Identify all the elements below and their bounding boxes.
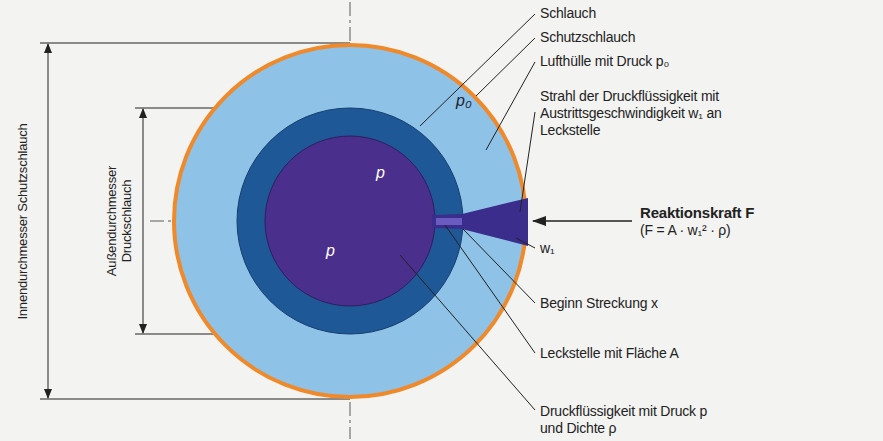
pressure-symbol: p: [376, 165, 385, 181]
pressure-symbol: p₀: [456, 93, 472, 109]
dimension-label: Innendurchmesser Schutzschlauch: [15, 121, 30, 321]
pressure-symbol: p: [326, 243, 335, 259]
part-name: Strahl der Druckflüssigkeit mit Austritt…: [540, 88, 772, 139]
force-label: Reaktionskraft F: [640, 204, 754, 221]
part-name: Leckstelle mit Fläche A: [540, 345, 679, 362]
part-name: Schlauch: [540, 5, 596, 22]
dimension-label: Außendurchmesser Druckschlauch: [104, 131, 134, 311]
part-name: Druckflüssigkeit mit Druck p und Dichte …: [540, 403, 715, 437]
part-name: Lufthülle mit Druck p₀: [540, 53, 669, 70]
protective-hose-circle: p₀pp: [172, 43, 528, 399]
part-name: Beginn Streckung x: [540, 295, 658, 312]
leak-opening: [436, 218, 462, 225]
part-name: Schutzschlauch: [540, 29, 635, 46]
circle-outline: [264, 135, 436, 307]
fluid-core-circle: pp: [264, 135, 436, 307]
formula: (F = A · w₁² · ρ): [640, 222, 731, 239]
fluid-jet: [432, 198, 528, 246]
velocity-symbol: w₁: [540, 240, 554, 257]
